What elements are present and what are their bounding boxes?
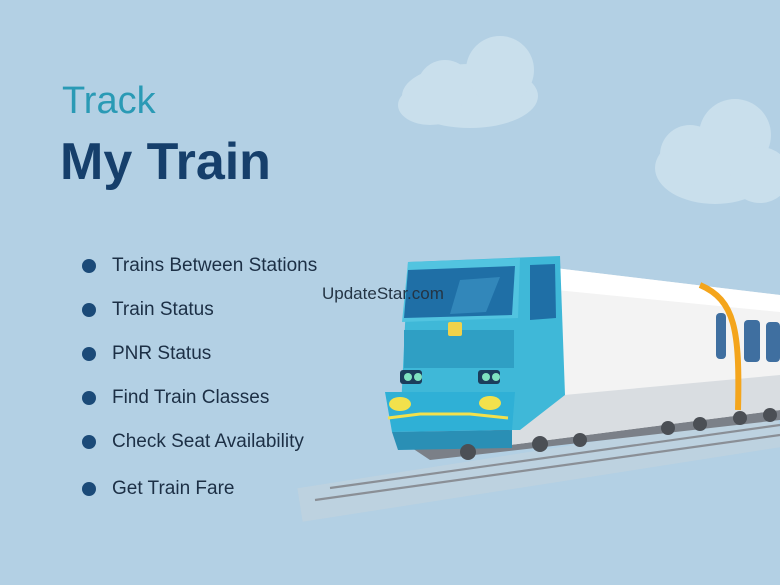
bullet-icon bbox=[82, 435, 96, 449]
bullet-icon bbox=[82, 347, 96, 361]
bullet-icon bbox=[82, 391, 96, 405]
bullet-icon bbox=[82, 482, 96, 496]
feature-label: Check Seat Availability bbox=[112, 431, 304, 452]
cloud-icon bbox=[398, 36, 538, 128]
bullet-icon bbox=[82, 303, 96, 317]
list-item: Train Status bbox=[82, 299, 317, 321]
rail-tracks bbox=[297, 413, 780, 522]
train-illustration bbox=[385, 256, 780, 460]
feature-label: PNR Status bbox=[112, 343, 212, 364]
list-item: Find Train Classes bbox=[82, 387, 317, 409]
list-item: PNR Status bbox=[82, 343, 317, 365]
feature-label: Find Train Classes bbox=[112, 387, 270, 408]
title-track: Track bbox=[62, 80, 156, 122]
list-item: Get Train Fare bbox=[82, 478, 317, 500]
feature-list: Trains Between Stations Train Status PNR… bbox=[82, 255, 317, 522]
bullet-icon bbox=[82, 259, 96, 273]
watermark: UpdateStar.com bbox=[322, 284, 444, 303]
title-my-train: My Train bbox=[60, 133, 271, 191]
feature-label: Trains Between Stations bbox=[112, 255, 318, 276]
list-item: Trains Between Stations bbox=[82, 255, 317, 277]
feature-label: Train Status bbox=[112, 299, 214, 320]
list-item: Check Seat Availability bbox=[82, 431, 317, 453]
feature-label: Get Train Fare bbox=[112, 478, 235, 499]
cloud-icon bbox=[655, 99, 780, 204]
